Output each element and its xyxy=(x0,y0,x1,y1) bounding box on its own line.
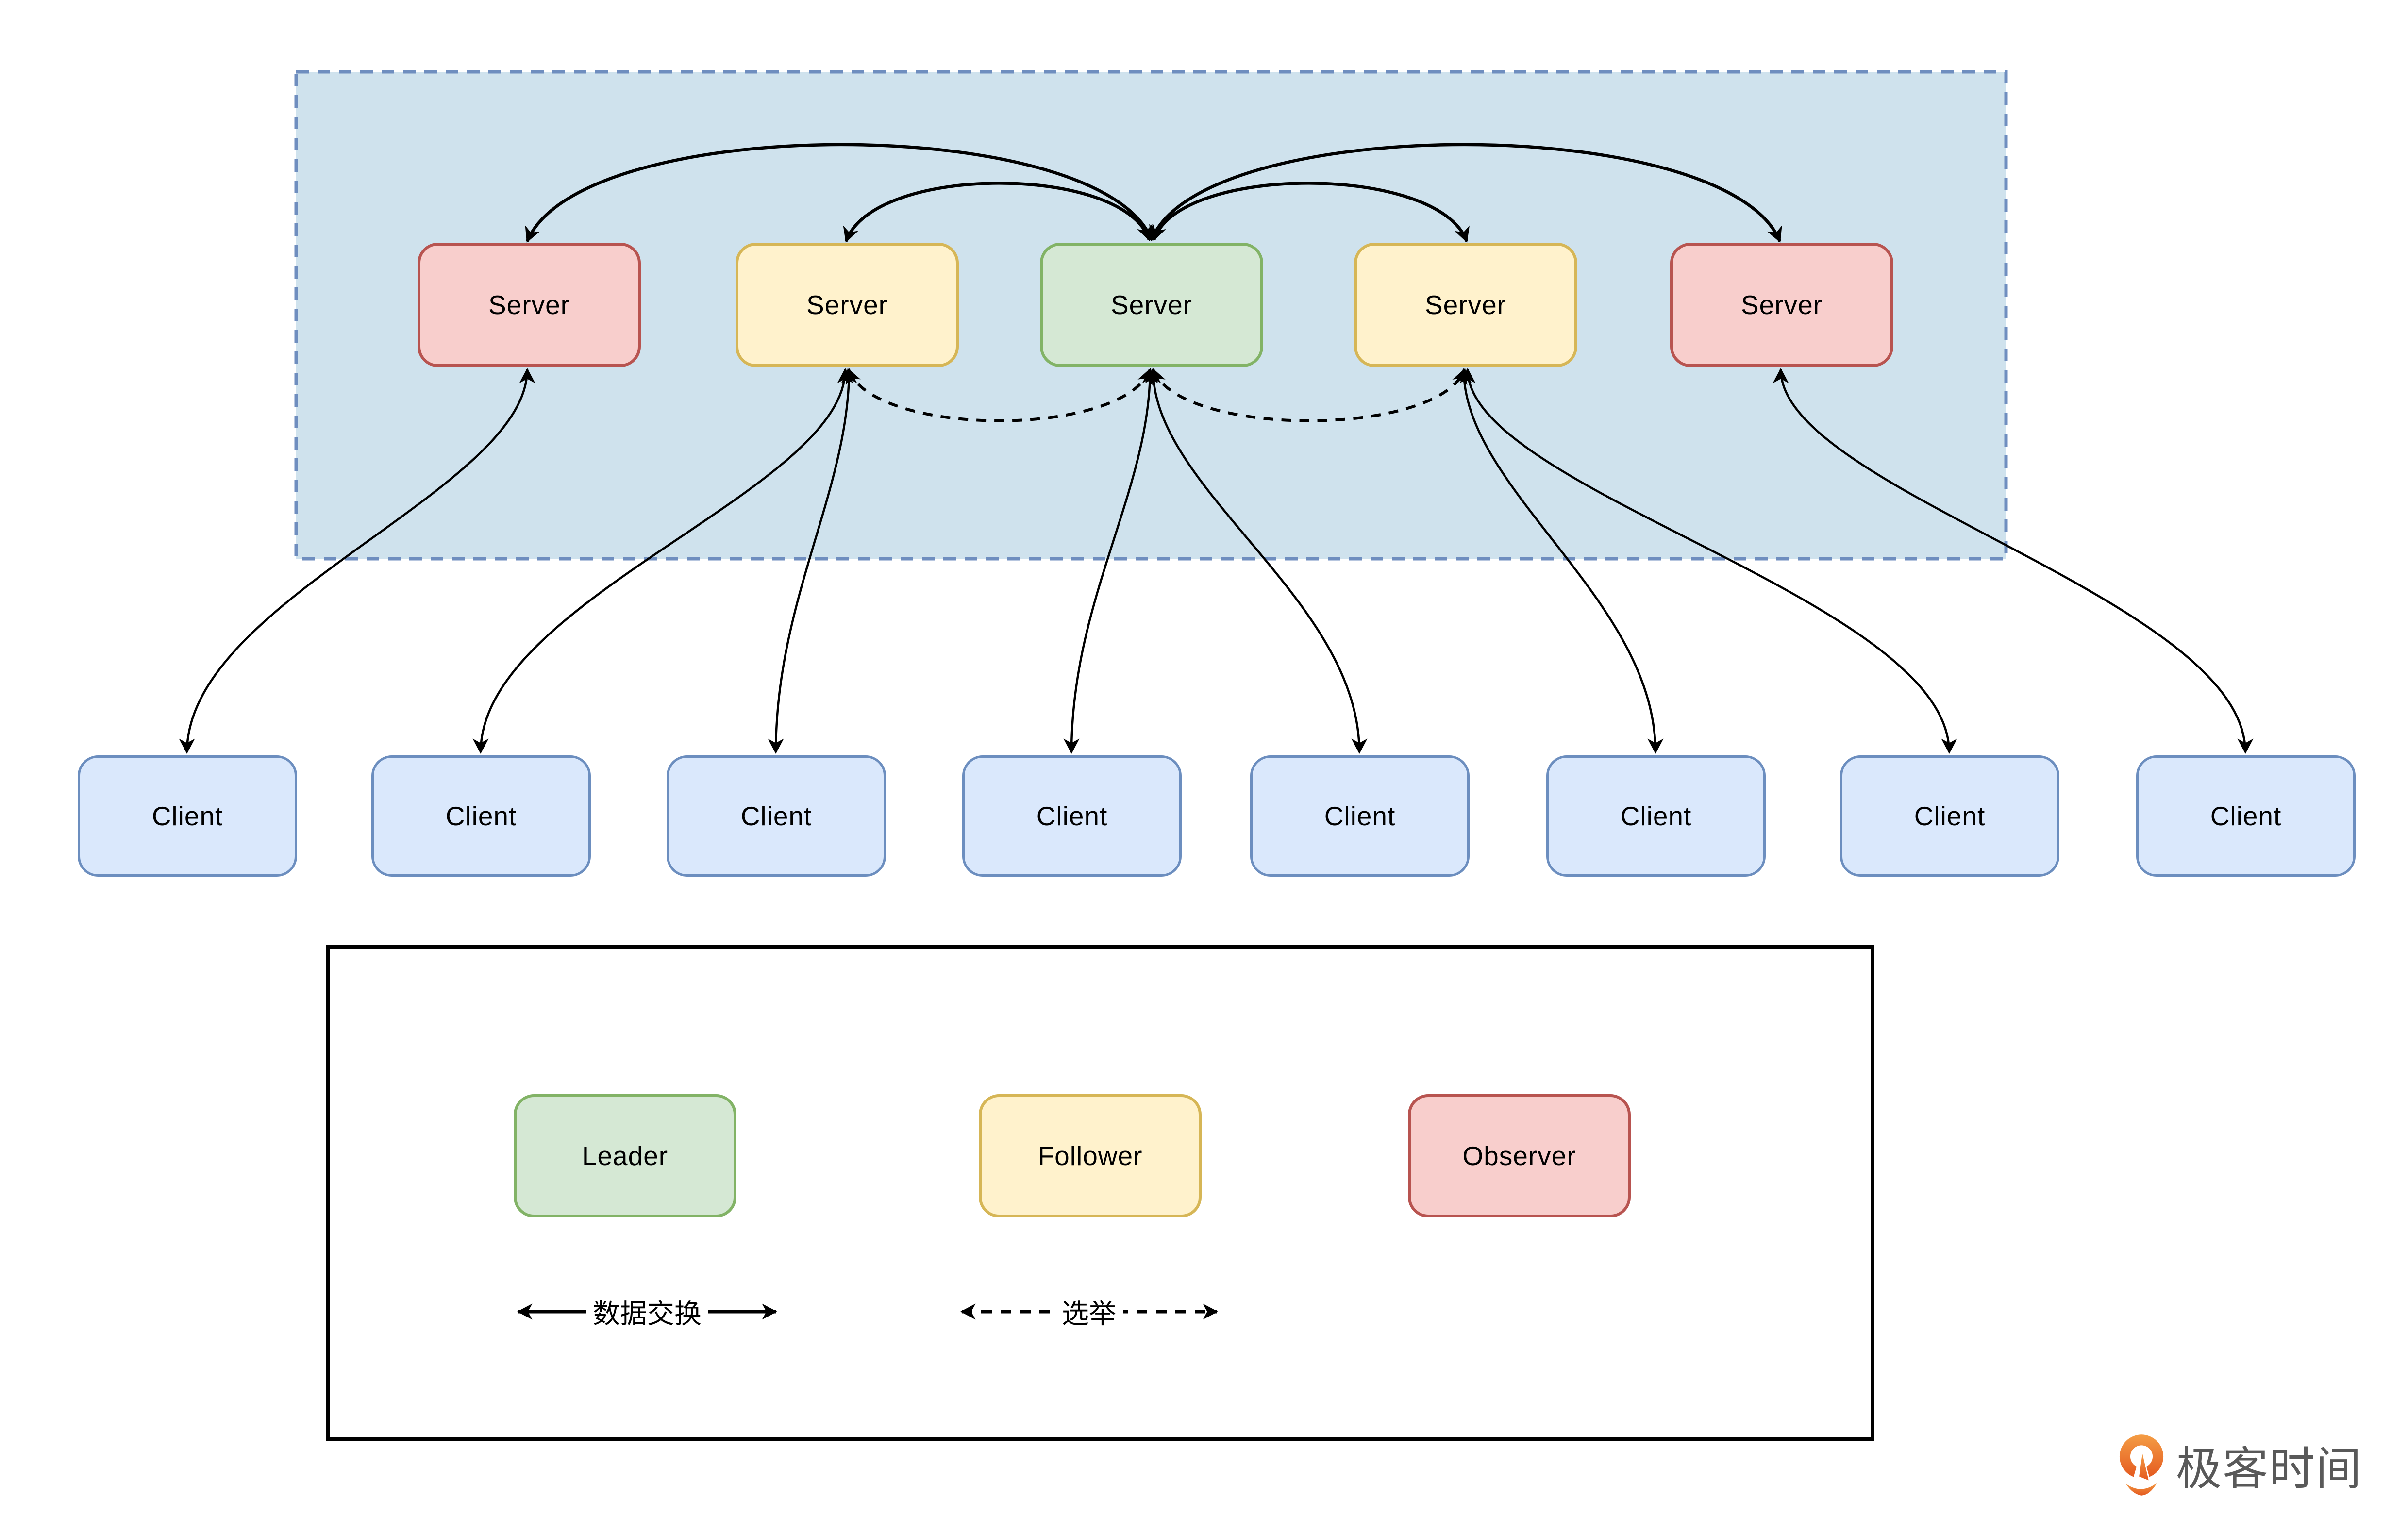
client-node-5: Client xyxy=(1250,755,1470,877)
geektime-pin-icon xyxy=(2119,1434,2164,1496)
client-node-8: Client xyxy=(2136,755,2356,877)
client-label: Client xyxy=(1914,801,1986,831)
client-server-link xyxy=(1145,368,1368,754)
client-label: Client xyxy=(445,801,517,831)
client-server-links xyxy=(179,368,2254,754)
legend-follower-box: Follower xyxy=(979,1094,1202,1217)
client-server-link xyxy=(1773,368,2254,754)
server-node-2-follower: Server xyxy=(736,243,959,367)
client-label: Client xyxy=(1324,801,1396,831)
server-node-5-observer: Server xyxy=(1670,243,1893,367)
data-exchange-arc xyxy=(1151,182,1470,243)
server-node-3-leader: Server xyxy=(1040,243,1263,367)
client-label: Client xyxy=(1036,801,1108,831)
server-label: Server xyxy=(1111,290,1192,320)
geektime-logo-text: 极客时间 xyxy=(2176,1443,2363,1494)
client-label: Client xyxy=(2210,801,2282,831)
server-node-1-observer: Server xyxy=(418,243,641,367)
legend-leader-label: Leader xyxy=(582,1141,669,1171)
data-exchange-arcs xyxy=(525,143,1782,243)
client-node-7: Client xyxy=(1840,755,2059,877)
client-server-link xyxy=(768,368,857,754)
legend-data-exchange-label: 数据交换 xyxy=(586,1291,708,1333)
client-label: Client xyxy=(151,801,223,831)
server-label: Server xyxy=(806,290,888,320)
client-label: Client xyxy=(740,801,812,831)
legend-leader-box: Leader xyxy=(514,1094,736,1217)
data-exchange-arc xyxy=(843,182,1153,243)
client-node-3: Client xyxy=(667,755,886,877)
client-label: Client xyxy=(1620,801,1692,831)
legend-follower-label: Follower xyxy=(1037,1141,1143,1171)
server-node-4-follower: Server xyxy=(1354,243,1577,367)
legend-observer-label: Observer xyxy=(1462,1141,1576,1171)
server-label: Server xyxy=(1741,290,1823,320)
legend-frame xyxy=(326,945,1874,1441)
legend-election-label: 选举 xyxy=(1055,1291,1123,1333)
client-node-2: Client xyxy=(371,755,591,877)
server-label: Server xyxy=(1425,290,1506,320)
data-exchange-arc xyxy=(1149,143,1782,243)
client-node-4: Client xyxy=(962,755,1182,877)
geektime-logo: 极客时间 xyxy=(2118,1432,2362,1498)
election-arc xyxy=(846,368,1153,422)
client-node-6: Client xyxy=(1546,755,1766,877)
data-exchange-arc xyxy=(525,143,1154,243)
server-label: Server xyxy=(488,290,570,320)
client-node-1: Client xyxy=(78,755,297,877)
legend-observer-box: Observer xyxy=(1408,1094,1631,1217)
